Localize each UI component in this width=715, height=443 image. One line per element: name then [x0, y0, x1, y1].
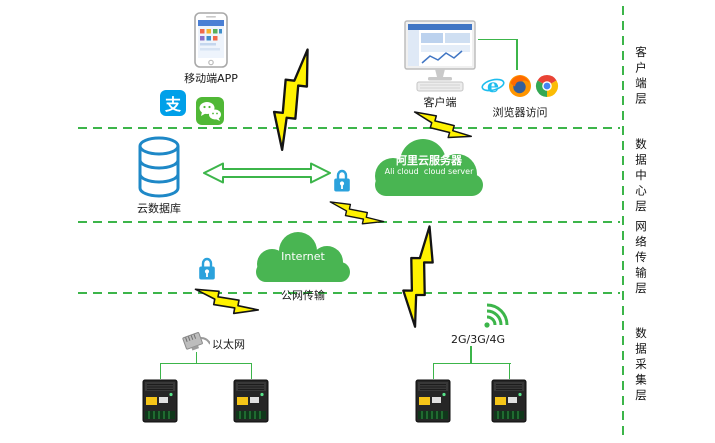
layer-divider-2 — [78, 221, 620, 223]
device-icon — [142, 379, 178, 423]
device-icon — [233, 379, 269, 423]
alipay-glyph: 支 — [164, 95, 181, 114]
browser-access-label: 浏览器访问 — [492, 106, 548, 119]
cellular-label: 2G/3G/4G — [451, 333, 505, 346]
lightning-bolt-icon — [402, 225, 434, 328]
connector-line — [159, 362, 252, 364]
internet-cloud-icon — [256, 232, 350, 282]
connector-line — [159, 363, 161, 379]
double-arrow-icon — [203, 162, 331, 184]
client-label: 客户端 — [423, 96, 457, 109]
wifi-signal-icon — [484, 303, 509, 328]
ali-cloud-label-cn: 阿里云服务器 — [396, 154, 462, 167]
connector-line — [470, 346, 472, 363]
device-icon — [415, 379, 451, 423]
layer-label-client: 客户端层 — [634, 46, 648, 108]
cloud-db-label: 云数据库 — [137, 202, 181, 215]
lock-icon — [334, 169, 350, 192]
connector-line — [432, 362, 511, 364]
database-icon — [138, 136, 180, 198]
layer-boundary-line — [622, 6, 624, 436]
lightning-bolt-icon — [194, 288, 260, 315]
lightning-bolt-icon — [272, 48, 309, 152]
layer-divider-1 — [78, 127, 620, 129]
alipay-icon: 支 — [160, 90, 186, 116]
ethernet-label: 以太网 — [212, 338, 245, 351]
layer-label-datacenter: 数据中心层 — [634, 138, 648, 216]
public-transmission-label: 公网传输 — [281, 289, 325, 302]
firefox-icon — [509, 75, 531, 97]
connector-line — [195, 352, 197, 363]
ali-cloud-label-en: Ali cloud cloud server — [384, 167, 474, 176]
connector-line — [516, 38, 518, 70]
layer-divider-3 — [78, 292, 620, 294]
connector-line — [478, 38, 517, 40]
ethernet-plug-icon — [182, 332, 210, 351]
connector-line — [250, 363, 252, 379]
ali-cloud-icon — [375, 139, 483, 196]
internet-label: Internet — [281, 250, 325, 263]
layer-label-collection: 数据采集层 — [634, 327, 648, 405]
connector-line — [508, 363, 510, 379]
smartphone-icon — [194, 12, 228, 68]
lock-icon — [199, 257, 215, 280]
mobile-app-label: 移动端APP — [184, 72, 238, 85]
desktop-icon — [404, 20, 476, 92]
lightning-bolt-icon — [329, 201, 385, 225]
wechat-icon — [196, 97, 224, 125]
chrome-icon — [535, 74, 559, 97]
layer-label-network: 网络传输层 — [634, 220, 648, 298]
ie-icon: e — [481, 75, 505, 97]
device-icon — [491, 379, 527, 423]
svg-text:e: e — [487, 75, 499, 97]
connector-line — [432, 363, 434, 379]
lightning-bolt-icon — [413, 111, 473, 139]
